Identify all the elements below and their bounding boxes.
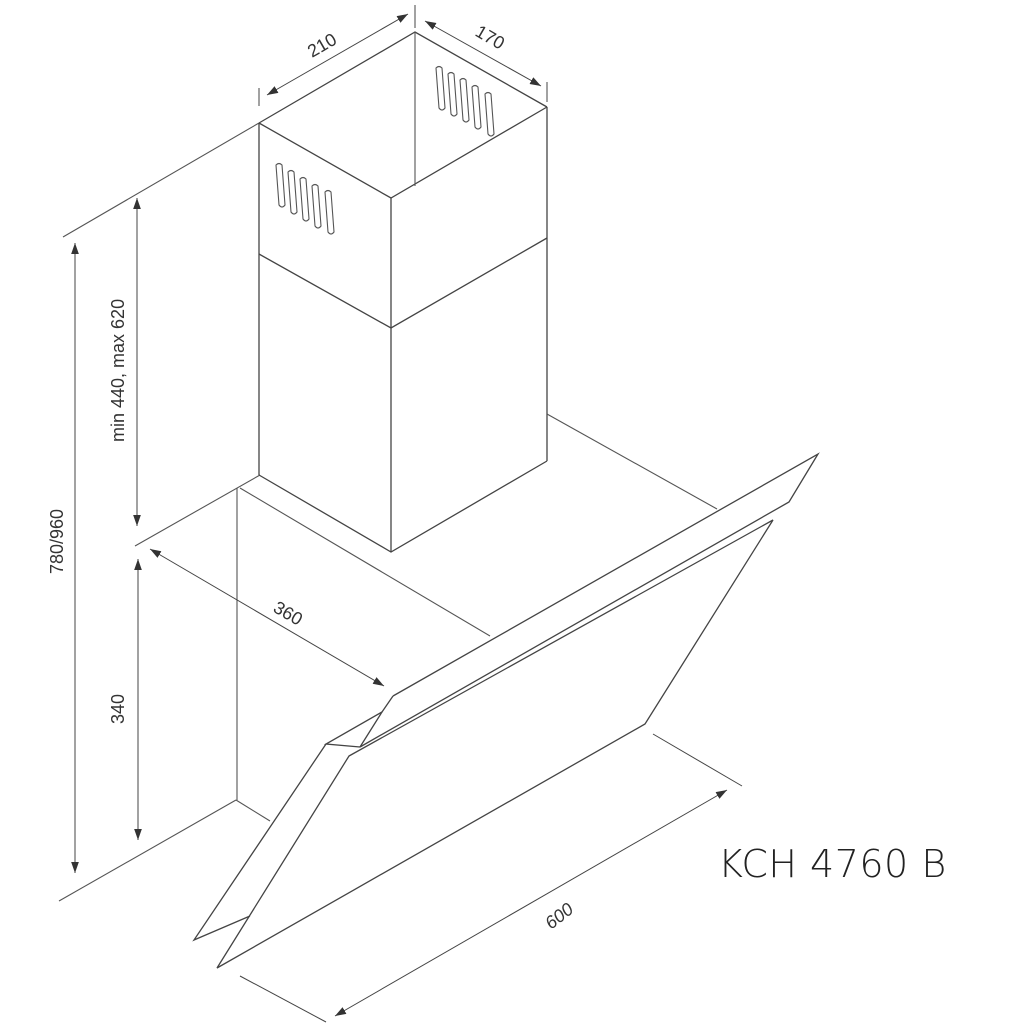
dim-label-170: 170 bbox=[472, 21, 508, 53]
model-name: KCH 4760 B bbox=[718, 842, 947, 886]
dim-label-600: 600 bbox=[541, 899, 577, 933]
dimension-600: 600 bbox=[239, 733, 743, 1023]
chimney bbox=[258, 31, 548, 553]
dimension-210: 210 bbox=[258, 5, 416, 106]
dim-label-total-height: 780/960 bbox=[47, 509, 67, 574]
glass-panel bbox=[216, 519, 774, 969]
vent-slots-left bbox=[275, 162, 335, 235]
dimension-340: 340 bbox=[108, 559, 142, 840]
dim-label-340: 340 bbox=[108, 694, 128, 724]
dim-label-chimney-height: min 440, max 620 bbox=[108, 299, 128, 442]
vent-slots-back bbox=[435, 65, 495, 137]
wall-lines bbox=[58, 122, 261, 902]
dimension-360: 360 bbox=[149, 548, 385, 687]
dimension-chimney-height: min 440, max 620 bbox=[108, 198, 141, 526]
dim-label-360: 360 bbox=[270, 597, 306, 629]
dimension-total-height: 780/960 bbox=[47, 243, 79, 873]
